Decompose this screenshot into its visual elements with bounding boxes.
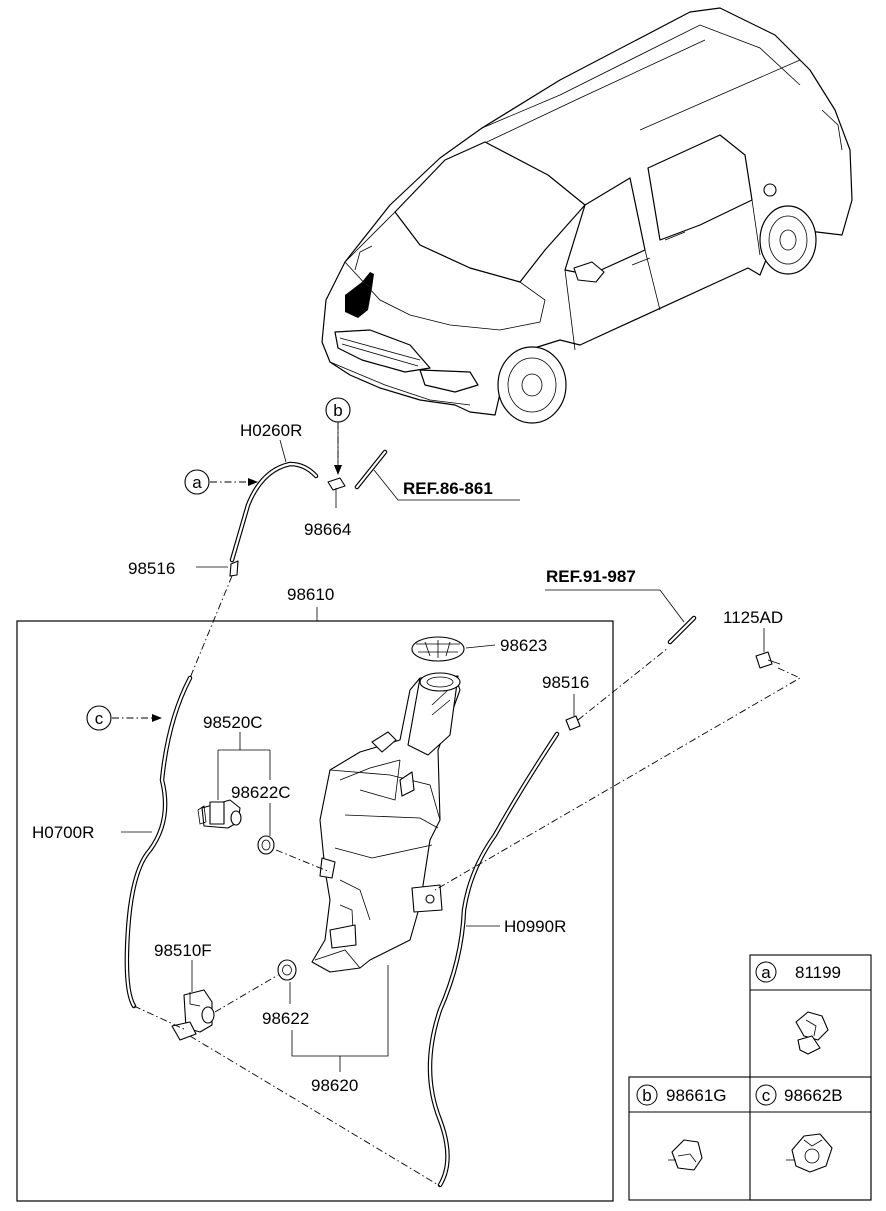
legend-a-letter: a xyxy=(761,963,771,982)
marker-a-letter: a xyxy=(192,473,202,492)
clip-98662b-icon xyxy=(786,1133,833,1173)
legend-cell-c: c 98662B xyxy=(755,1084,843,1173)
label-98520c: 98520C xyxy=(203,713,263,732)
reservoir-cap-98623 xyxy=(411,636,465,662)
label-98516-right: 98516 xyxy=(542,673,589,692)
label-h0260r: H0260R xyxy=(240,421,302,440)
washer-reservoir-98620 xyxy=(311,672,461,973)
label-98664: 98664 xyxy=(304,520,351,539)
label-98622c: 98622C xyxy=(231,783,291,802)
upper-hose-assembly xyxy=(189,449,388,679)
hose-h0990r xyxy=(427,615,697,1188)
label-98620: 98620 xyxy=(311,1076,358,1095)
bolt-1125ad xyxy=(434,651,801,891)
label-98622: 98622 xyxy=(262,1009,309,1028)
label-ref-86-861: REF.86-861 xyxy=(403,479,493,498)
legend-a-part: 81199 xyxy=(795,963,841,982)
hose-h0700r xyxy=(124,675,193,1031)
legend-b-part: 98661G xyxy=(666,1086,727,1105)
legend-cell-b: b 98661G xyxy=(636,1084,727,1171)
clip-98661g-icon xyxy=(668,1139,703,1171)
marker-b: b xyxy=(325,397,351,475)
pump-hose-dashed-link xyxy=(189,1035,441,1187)
clip-legend-table: a 81199 b 98661G c 98662B xyxy=(628,954,872,1201)
vehicle-illustration xyxy=(321,7,853,424)
leader-lines xyxy=(121,422,765,1072)
marker-c: c xyxy=(86,705,162,731)
rear-washer-pump-98520c xyxy=(197,799,242,829)
legend-b-letter: b xyxy=(642,1086,651,1105)
marker-b-letter: b xyxy=(333,401,342,420)
label-98610: 98610 xyxy=(287,585,334,604)
grommet-98622 xyxy=(214,959,297,1013)
clip-81199-icon xyxy=(795,1011,829,1055)
label-98516-left: 98516 xyxy=(128,559,175,578)
legend-c-letter: c xyxy=(762,1086,771,1105)
legend-cell-a: a 81199 xyxy=(755,961,841,1055)
legend-c-part: 98662B xyxy=(784,1086,843,1105)
grommet-98622c xyxy=(257,835,331,873)
label-1125ad: 1125AD xyxy=(723,608,783,627)
label-h0990r: H0990R xyxy=(504,917,566,936)
label-98510f: 98510F xyxy=(154,941,212,960)
label-98623: 98623 xyxy=(500,636,547,655)
marker-a: a xyxy=(184,469,258,495)
label-h0700r: H0700R xyxy=(32,823,94,842)
marker-c-letter: c xyxy=(95,709,104,728)
label-ref-91-987: REF.91-987 xyxy=(546,567,636,586)
front-washer-pump-98510f xyxy=(171,989,215,1041)
assembly-98610-frame xyxy=(16,620,614,1202)
